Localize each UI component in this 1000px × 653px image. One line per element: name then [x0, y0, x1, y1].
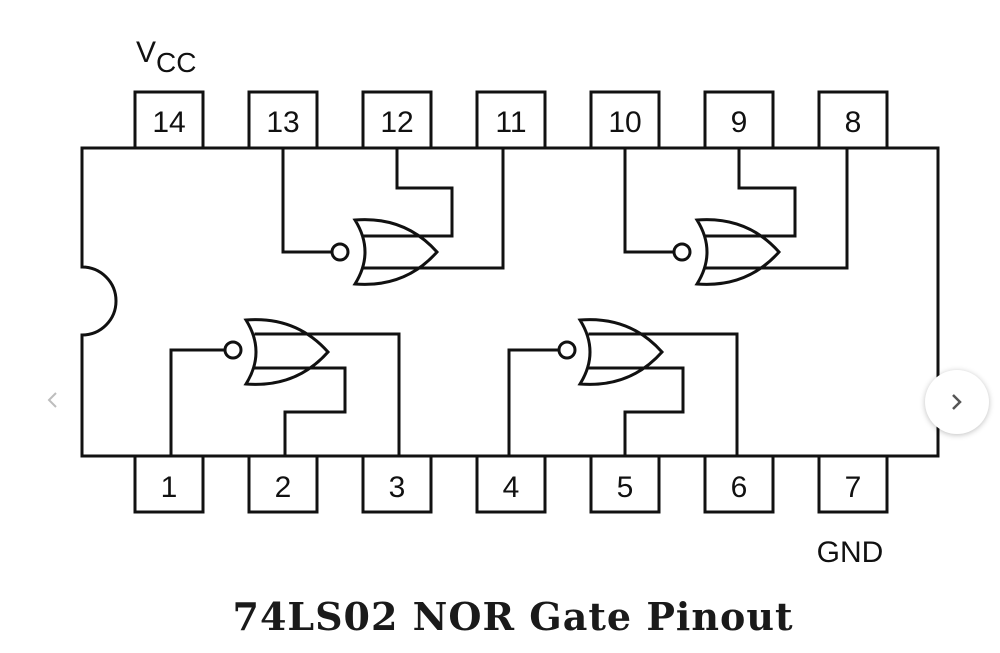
carousel-prev-button[interactable]: [28, 375, 78, 425]
pin-box-8: [817, 90, 889, 150]
pin-label-13: 13: [266, 106, 299, 139]
pin-box-4: [475, 454, 547, 514]
chip-body: [80, 146, 940, 458]
pin-label-9: 9: [731, 106, 748, 139]
pin-box-3: [361, 454, 433, 514]
pin-label-12: 12: [380, 106, 413, 139]
diagram-caption: 74LS02 NOR Gate Pinout: [233, 594, 794, 639]
pin-box-14: [133, 90, 205, 150]
pin-label-6: 6: [731, 471, 748, 504]
pin-label-1: 1: [161, 471, 178, 504]
pin-label-11: 11: [495, 106, 526, 139]
pin-label-5: 5: [617, 471, 634, 504]
vcc-label-main: V: [136, 36, 156, 69]
chevron-right-icon: [952, 394, 962, 410]
pin-label-4: 4: [503, 471, 520, 504]
nor-gate-bottom-right: [507, 318, 739, 458]
nor-gate-top-left: [281, 146, 505, 286]
gnd-label: GND: [817, 536, 884, 569]
nor-gate-bottom-left: [169, 318, 401, 458]
pin-box-11: [475, 90, 547, 150]
vcc-label: VCC: [136, 36, 196, 78]
pin-box-7: [817, 454, 889, 514]
vcc-label-sub: CC: [156, 47, 196, 78]
pin-label-10: 10: [608, 106, 641, 139]
pin-label-2: 2: [275, 471, 292, 504]
pin-box-2: [247, 454, 319, 514]
pin-box-6: [703, 454, 775, 514]
chevron-left-icon: [47, 392, 57, 408]
pin-label-7: 7: [845, 471, 862, 504]
pin-label-3: 3: [389, 471, 406, 504]
pin-label-8: 8: [845, 106, 862, 139]
pin-box-1: [133, 454, 205, 514]
carousel-next-button[interactable]: [925, 370, 989, 434]
nor-gate-top-right: [623, 146, 849, 286]
pin-label-14: 14: [152, 106, 185, 139]
